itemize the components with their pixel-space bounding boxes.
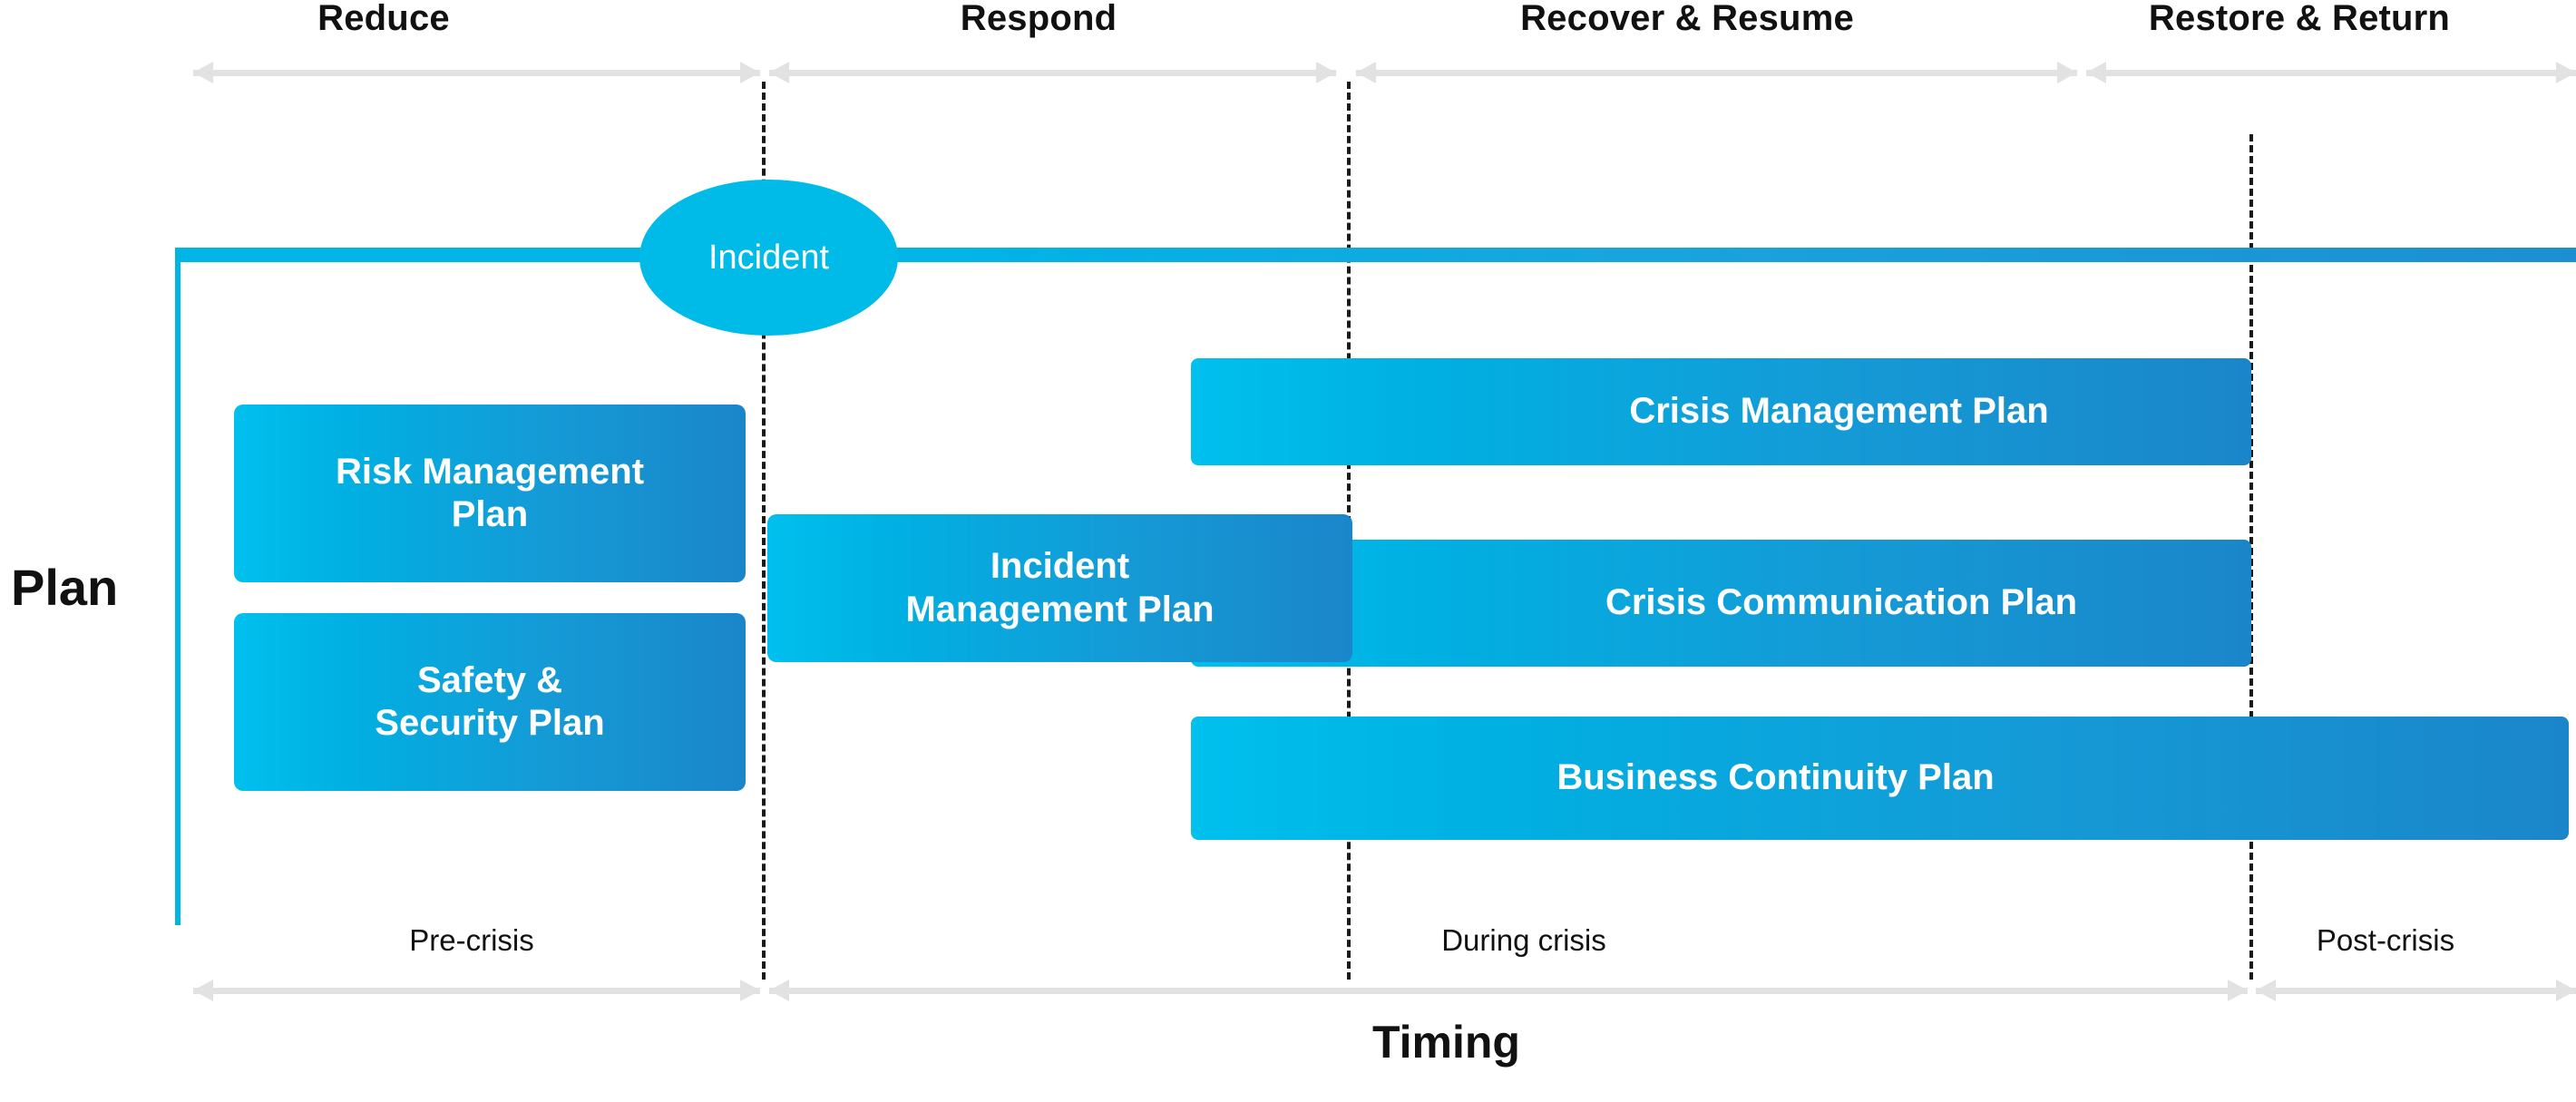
plan-bar-label-line2: Security Plan bbox=[375, 703, 605, 743]
phase-label-respond: Respond bbox=[960, 0, 1117, 38]
phase-arrow-respond bbox=[769, 62, 1336, 83]
plan-bar-label: Business Continuity Plan bbox=[1556, 757, 1995, 798]
arrow-shaft bbox=[769, 988, 2248, 994]
timing-caption-pre-crisis: Pre-crisis bbox=[409, 923, 534, 957]
arrow-head-left bbox=[769, 980, 789, 1001]
arrow-head-right bbox=[740, 980, 760, 1001]
arrow-head-right bbox=[1316, 62, 1336, 83]
timing-arrow-during-crisis bbox=[769, 980, 2248, 1001]
timing-caption-during-crisis: During crisis bbox=[1441, 923, 1606, 957]
phase-arrow-recover-resume bbox=[1356, 62, 2077, 83]
plan-bar-label-line2: Plan bbox=[451, 494, 529, 534]
arrow-shaft bbox=[193, 988, 760, 994]
plan-bar-label: Crisis Management Plan bbox=[1629, 391, 2049, 432]
plan-bar-label-line2: Management Plan bbox=[905, 589, 1215, 629]
phase-divider-incident bbox=[762, 82, 766, 980]
plan-bar-label: Incident Management Plan bbox=[905, 545, 1214, 630]
phase-arrow-restore-return bbox=[2086, 62, 2576, 83]
timing-arrow-pre-crisis bbox=[193, 980, 760, 1001]
plan-bar-label-line1: Risk Management bbox=[335, 451, 645, 492]
arrow-shaft bbox=[193, 70, 760, 76]
timeline-vertical-axis bbox=[175, 248, 181, 925]
phase-arrow-reduce bbox=[193, 62, 760, 83]
plan-bar-crisis-communication-plan[interactable]: Crisis Communication Plan bbox=[1191, 540, 2251, 667]
timeline-horizontal-axis bbox=[175, 248, 2576, 262]
plan-bar-business-continuity-plan[interactable]: Business Continuity Plan bbox=[1191, 717, 2569, 840]
arrow-head-left bbox=[769, 62, 789, 83]
arrow-head-left bbox=[2086, 62, 2106, 83]
arrow-head-right bbox=[2556, 980, 2576, 1001]
phase-divider-recover-restore bbox=[2249, 134, 2253, 980]
plan-bar-label: Crisis Communication Plan bbox=[1605, 582, 2078, 623]
plan-bar-safety-security-plan[interactable]: Safety & Security Plan bbox=[234, 613, 746, 791]
arrow-shaft bbox=[769, 70, 1336, 76]
arrow-head-left bbox=[193, 980, 213, 1001]
plan-bar-label-line1: Safety & bbox=[416, 659, 563, 700]
y-axis-title-plan: Plan bbox=[11, 559, 119, 616]
x-axis-title-timing: Timing bbox=[1372, 1017, 1520, 1068]
arrow-shaft bbox=[1356, 70, 2077, 76]
arrow-head-right bbox=[2057, 62, 2077, 83]
arrow-head-right bbox=[740, 62, 760, 83]
plan-bar-label: Risk Management Plan bbox=[336, 451, 644, 536]
plan-bar-crisis-management-plan[interactable]: Crisis Management Plan bbox=[1191, 358, 2251, 465]
arrow-head-left bbox=[2256, 980, 2276, 1001]
arrow-shaft bbox=[2086, 70, 2576, 76]
plan-bar-incident-management-plan[interactable]: Incident Management Plan bbox=[767, 514, 1352, 662]
arrow-head-left bbox=[1356, 62, 1376, 83]
plan-bar-label-line1: Incident bbox=[990, 546, 1130, 587]
incident-node[interactable]: Incident bbox=[639, 180, 898, 336]
timing-caption-post-crisis: Post-crisis bbox=[2316, 923, 2455, 957]
arrow-head-left bbox=[193, 62, 213, 83]
phase-label-reduce: Reduce bbox=[317, 0, 450, 38]
phase-label-recover-resume: Recover & Resume bbox=[1520, 0, 1854, 38]
phase-label-restore-return: Restore & Return bbox=[2148, 0, 2451, 38]
arrow-head-right bbox=[2228, 980, 2248, 1001]
incident-label: Incident bbox=[707, 238, 830, 277]
arrow-shaft bbox=[2256, 988, 2576, 994]
timing-arrow-post-crisis bbox=[2256, 980, 2576, 1001]
arrow-head-right bbox=[2556, 62, 2576, 83]
plan-bar-label: Safety & Security Plan bbox=[375, 659, 604, 745]
plan-bar-risk-management-plan[interactable]: Risk Management Plan bbox=[234, 405, 746, 582]
